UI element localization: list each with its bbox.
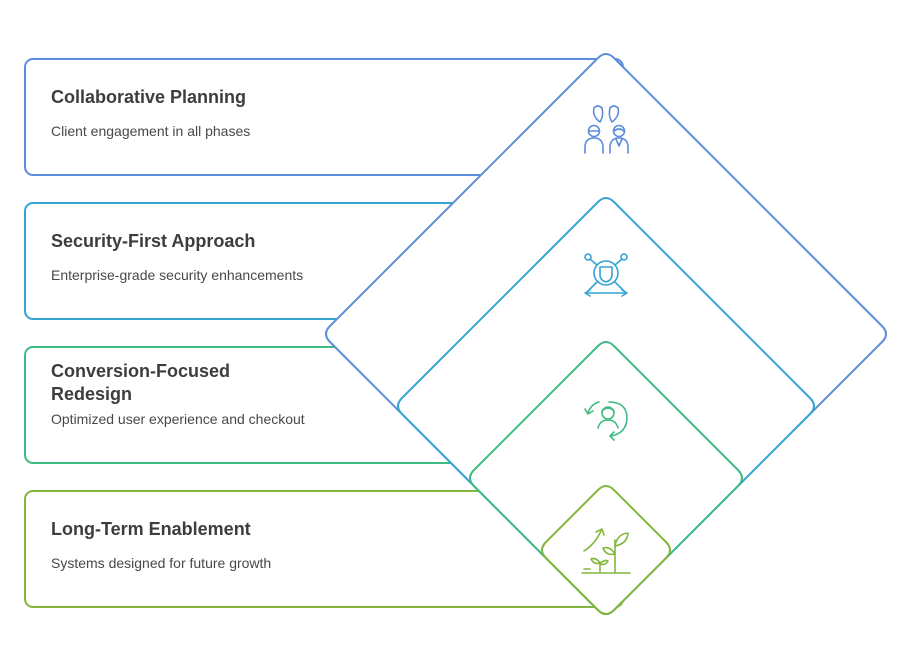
card-description: Systems designed for future growth — [51, 555, 272, 571]
shield-network-icon — [584, 253, 628, 297]
card-title: Security-First Approach — [51, 231, 256, 251]
card-title: Collaborative Planning — [51, 87, 247, 107]
growth-plant-icon — [581, 528, 631, 574]
card-description: Client engagement in all phases — [51, 123, 251, 139]
people-collaboration-icon — [584, 105, 629, 154]
diamond-inner — [541, 485, 671, 615]
card-title: Conversion-Focused Redesign — [51, 361, 231, 404]
user-refresh-icon — [584, 401, 628, 441]
card-collaborative-planning: Collaborative Planning Client engagement… — [24, 58, 624, 176]
card-description: Optimized user experience and checkout — [51, 411, 305, 427]
card-description: Enterprise-grade security enhancements — [51, 267, 304, 283]
card-title: Long-Term Enablement — [51, 519, 251, 539]
